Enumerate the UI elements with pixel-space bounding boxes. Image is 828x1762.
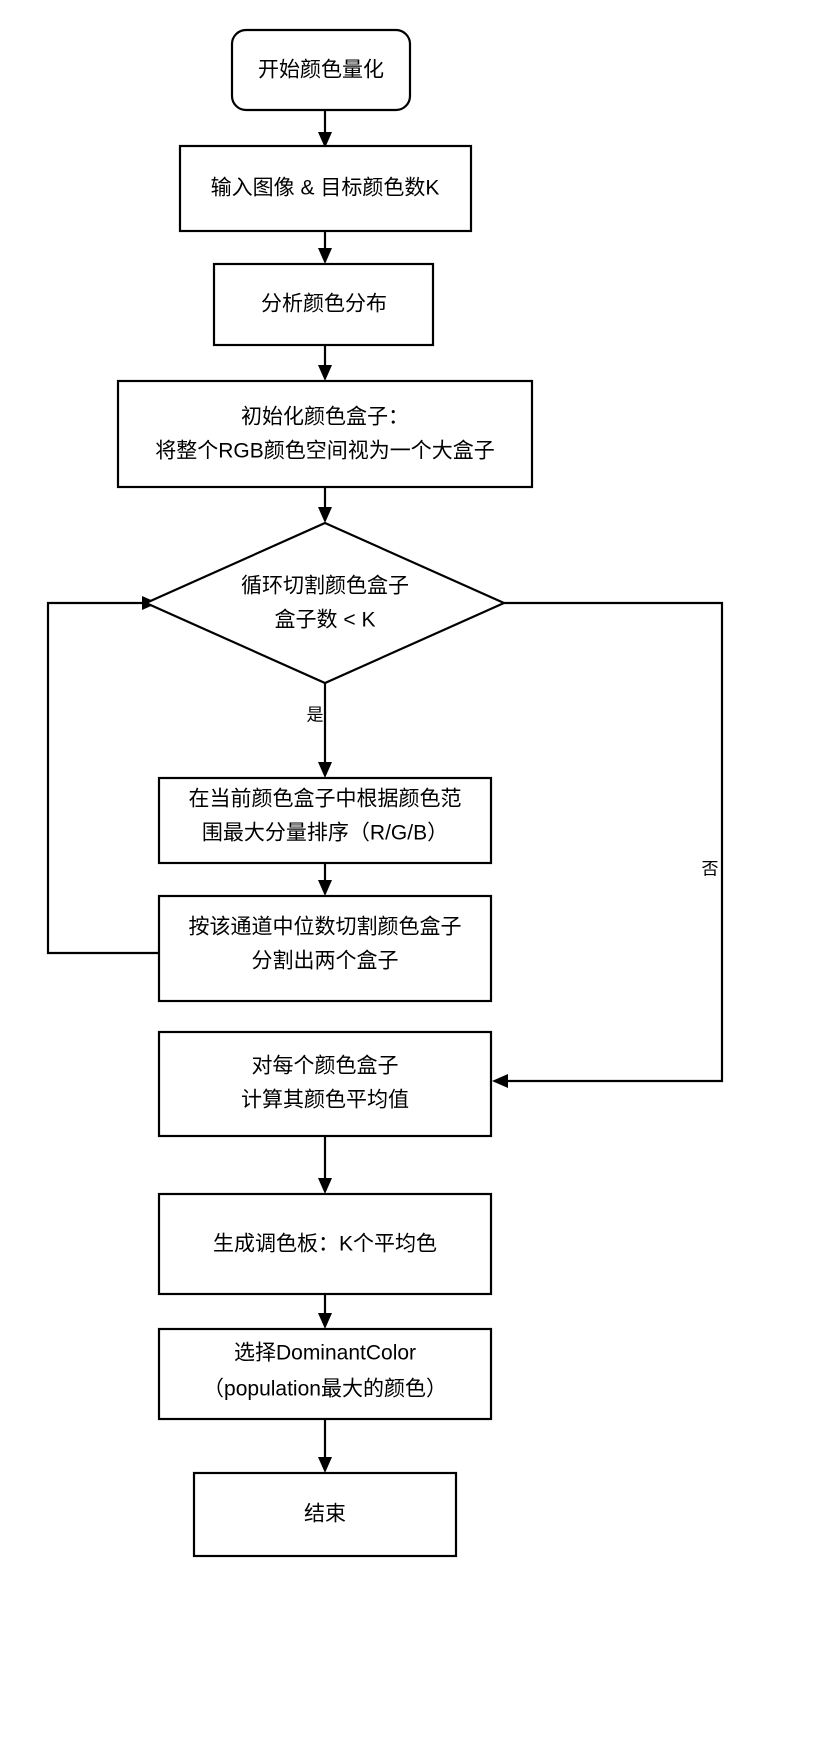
node-palette-label: 生成调色板：K个平均色	[213, 1233, 437, 1256]
node-average-color-label-line2: 计算其颜色平均值	[241, 1089, 409, 1112]
node-analyze-shape	[212, 262, 435, 347]
edge-decision-to-sort	[318, 683, 332, 778]
node-sort-channel-label-line1: 在当前颜色盒子中根据颜色范	[189, 788, 462, 811]
node-dominant-label-line1: 选择DominantColor	[234, 1342, 416, 1365]
node-decision-loop-shape	[143, 521, 507, 685]
edge-label-no: 否	[702, 859, 719, 878]
node-average-color-shape	[157, 1030, 493, 1138]
node-init-box-label-line1: 初始化颜色盒子：	[241, 406, 409, 429]
edge-label-yes: 是	[307, 705, 324, 724]
edge-decision-to-average-no	[492, 601, 724, 1088]
edge-start-to-input	[318, 110, 332, 148]
node-init-box-shape	[116, 379, 534, 489]
edge-sort-to-split	[318, 863, 332, 896]
node-dominant-shape	[157, 1327, 493, 1421]
node-input-label: 输入图像 & 目标颜色数K	[211, 177, 440, 200]
node-dominant-label-line2: （population最大的颜色）	[203, 1378, 447, 1401]
node-end-label: 结束	[304, 1503, 346, 1526]
node-average-color-label-line1: 对每个颜色盒子	[252, 1055, 399, 1078]
node-init-box[interactable]: 初始化颜色盒子： 将整个RGB颜色空间视为一个大盒子	[116, 379, 534, 489]
node-start-label: 开始颜色量化	[258, 59, 384, 82]
edge-input-to-analyze	[318, 231, 332, 264]
node-decision-loop[interactable]: 循环切割颜色盒子 盒子数 < K	[143, 521, 507, 685]
node-split-median-label-line1: 按该通道中位数切割颜色盒子	[189, 916, 462, 939]
edge-average-to-palette	[318, 1136, 332, 1194]
node-end-shape	[192, 1471, 458, 1558]
node-sort-channel[interactable]: 在当前颜色盒子中根据颜色范 围最大分量排序（R/G/B）	[157, 776, 493, 865]
edge-palette-to-dominant	[318, 1294, 332, 1329]
node-split-median-shape	[157, 894, 493, 1003]
edge-split-to-decision-loopback	[46, 596, 159, 955]
node-average-color[interactable]: 对每个颜色盒子 计算其颜色平均值	[157, 1030, 493, 1138]
edge-init-to-decision	[318, 487, 332, 523]
node-palette-shape	[157, 1192, 493, 1296]
node-end[interactable]: 结束	[192, 1471, 458, 1558]
node-sort-channel-shape	[157, 776, 493, 865]
edge-dominant-to-end	[318, 1419, 332, 1473]
node-split-median[interactable]: 按该通道中位数切割颜色盒子 分割出两个盒子	[157, 894, 493, 1003]
node-input-shape	[178, 144, 473, 233]
node-analyze-label: 分析颜色分布	[261, 293, 387, 316]
node-analyze[interactable]: 分析颜色分布	[212, 262, 435, 347]
node-decision-loop-label-line2: 盒子数 < K	[275, 609, 376, 632]
node-palette[interactable]: 生成调色板：K个平均色	[157, 1192, 493, 1296]
node-split-median-label-line2: 分割出两个盒子	[252, 950, 399, 973]
node-decision-loop-label-line1: 循环切割颜色盒子	[241, 575, 409, 598]
node-init-box-label-line2: 将整个RGB颜色空间视为一个大盒子	[155, 440, 495, 463]
node-input[interactable]: 输入图像 & 目标颜色数K	[178, 144, 473, 233]
edge-analyze-to-init	[318, 345, 332, 381]
node-dominant[interactable]: 选择DominantColor （population最大的颜色）	[157, 1327, 493, 1421]
node-start[interactable]: 开始颜色量化	[230, 28, 412, 112]
node-sort-channel-label-line2: 围最大分量排序（R/G/B）	[202, 822, 448, 845]
node-start-shape	[230, 28, 412, 112]
